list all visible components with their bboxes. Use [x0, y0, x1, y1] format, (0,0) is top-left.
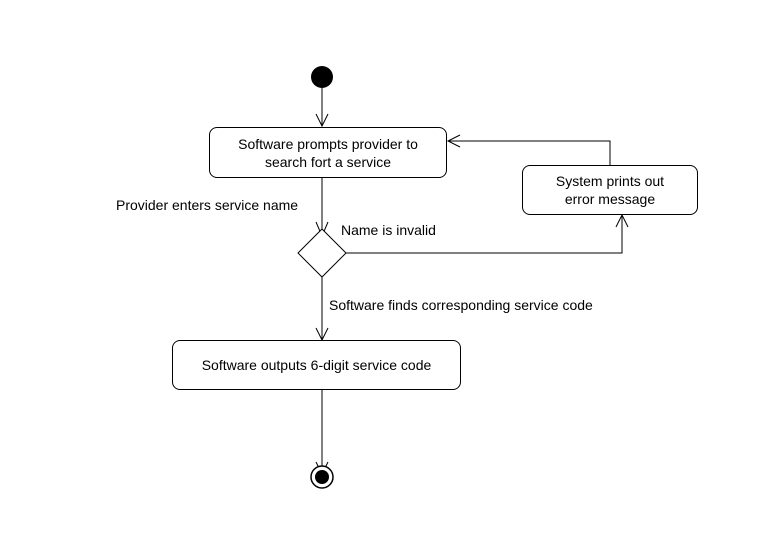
final-node-dot — [315, 470, 329, 484]
edge-error-to-prompt — [448, 140, 611, 165]
action-output-code: Software outputs 6-digit service code — [172, 340, 461, 390]
edge-label-invalid: Name is invalid — [341, 222, 436, 238]
arrowhead — [446, 134, 461, 148]
arrowhead — [315, 113, 329, 128]
edge-decision-to-error — [346, 215, 623, 254]
arrowhead — [615, 213, 629, 228]
decision-node — [297, 228, 347, 278]
edge-label-enters-name: Provider enters service name — [116, 197, 299, 213]
initial-node — [311, 66, 333, 88]
edge-label-finds-code: Software finds corresponding service cod… — [329, 297, 593, 313]
action-print-error: System prints out error message — [522, 165, 698, 215]
action-prompt-provider: Software prompts provider to search fort… — [209, 127, 447, 178]
